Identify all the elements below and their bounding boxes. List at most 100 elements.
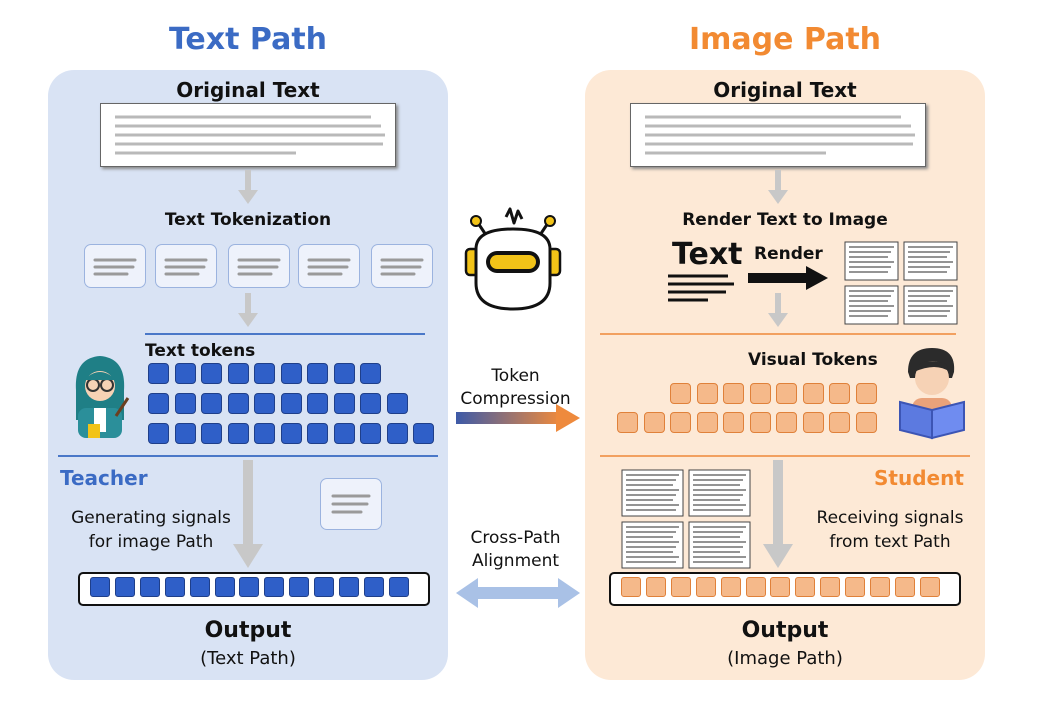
teacher-label: Teacher: [60, 466, 148, 490]
visual-token: [829, 383, 850, 404]
visual-token: [776, 383, 797, 404]
image-output-token: [670, 577, 691, 597]
teacher-signal-line2: for image Path: [88, 532, 214, 552]
text-token: [174, 363, 196, 384]
visual-tokens-label: Visual Tokens: [748, 350, 878, 370]
image-output-token: [795, 577, 816, 597]
text-output-token: [363, 577, 384, 597]
image-output-token: [845, 577, 866, 597]
text-output-token: [388, 577, 409, 597]
alignment-line2: Alignment: [471, 551, 560, 571]
text-output-token: [264, 577, 285, 597]
text-output-token: [289, 577, 310, 597]
text-token: [227, 423, 249, 444]
text-token: [254, 363, 275, 384]
text-arrow-down-2: [238, 293, 258, 327]
text-divider-bottom: [58, 455, 438, 457]
text-output-token: [90, 577, 110, 597]
text-token: [333, 393, 355, 414]
text-path-title: Text Path: [168, 22, 328, 57]
visual-token: [643, 412, 665, 433]
text-token: [254, 423, 275, 444]
image-output-token: [645, 577, 666, 597]
text-chip: [371, 244, 433, 288]
text-signal-chip: [320, 478, 382, 530]
robot-icon: [464, 207, 562, 311]
image-original-text-label: Original Text: [713, 78, 857, 102]
text-token: [333, 423, 355, 444]
alignment-arrow: [456, 578, 580, 608]
text-token: [201, 393, 222, 414]
rendered-page-image: [844, 241, 958, 325]
text-arrow-down-3: [233, 460, 263, 568]
text-token: [386, 423, 408, 444]
visual-token: [749, 383, 771, 404]
text-token: [254, 393, 275, 414]
visual-token: [749, 412, 771, 433]
image-divider-bottom: [600, 455, 970, 457]
visual-token: [855, 383, 877, 404]
text-output-sub: (Text Path): [200, 648, 296, 669]
visual-token: [723, 412, 744, 433]
text-token: [360, 363, 381, 384]
text-tokenization-label: Text Tokenization: [164, 210, 332, 230]
alignment-line1: Cross-Path: [470, 528, 561, 548]
text-token: [148, 393, 169, 414]
render-word: Render: [754, 244, 823, 264]
rendered-page-image-2: [621, 469, 751, 569]
compression-line2: Compression: [460, 389, 571, 409]
visual-token: [802, 383, 824, 404]
text-token: [280, 363, 302, 384]
text-original-document: [100, 103, 396, 167]
image-output-label: Output: [741, 618, 829, 643]
student-signal-line2: from text Path: [829, 532, 951, 552]
image-output-token: [770, 577, 791, 597]
text-chip: [228, 244, 290, 288]
render-text-lines: [668, 274, 734, 302]
text-token: [201, 363, 222, 384]
image-divider-top: [600, 333, 956, 335]
teacher-avatar: [75, 356, 130, 438]
text-output-token: [189, 577, 210, 597]
visual-token: [696, 412, 718, 433]
text-output-token: [314, 577, 335, 597]
image-original-document: [630, 103, 926, 167]
image-output-token: [745, 577, 766, 597]
text-token: [307, 363, 328, 384]
text-token: [360, 423, 381, 444]
teacher-signal-line1: Generating signals: [71, 508, 231, 528]
text-token: [280, 423, 302, 444]
image-arrow-down-1: [768, 170, 788, 204]
text-token: [280, 393, 302, 414]
visual-token: [696, 383, 718, 404]
text-token: [360, 393, 381, 414]
student-label: Student: [874, 466, 964, 490]
compression-arrow: [456, 404, 580, 432]
image-output-token: [621, 577, 641, 597]
text-token: [148, 423, 169, 444]
image-output-token: [894, 577, 915, 597]
text-output-label: Output: [204, 618, 292, 643]
visual-token: [723, 383, 744, 404]
text-token: [174, 393, 196, 414]
render-arrow: [748, 266, 828, 290]
visual-token: [829, 412, 850, 433]
image-path-title: Image Path: [688, 22, 882, 57]
text-chip: [298, 244, 360, 288]
text-chip: [84, 244, 146, 288]
text-token: [307, 423, 328, 444]
image-arrow-down-3: [763, 460, 793, 568]
text-original-text-label: Original Text: [176, 78, 320, 102]
text-output-token: [114, 577, 135, 597]
visual-token: [617, 412, 638, 433]
text-token: [148, 363, 169, 384]
image-output-token: [820, 577, 841, 597]
text-output-token: [339, 577, 359, 597]
image-output-sub: (Image Path): [727, 648, 843, 669]
visual-token: [776, 412, 797, 433]
text-token: [413, 423, 434, 444]
text-output-token: [139, 577, 160, 597]
visual-token: [802, 412, 824, 433]
image-output-token: [870, 577, 890, 597]
image-arrow-down-2: [768, 293, 788, 327]
